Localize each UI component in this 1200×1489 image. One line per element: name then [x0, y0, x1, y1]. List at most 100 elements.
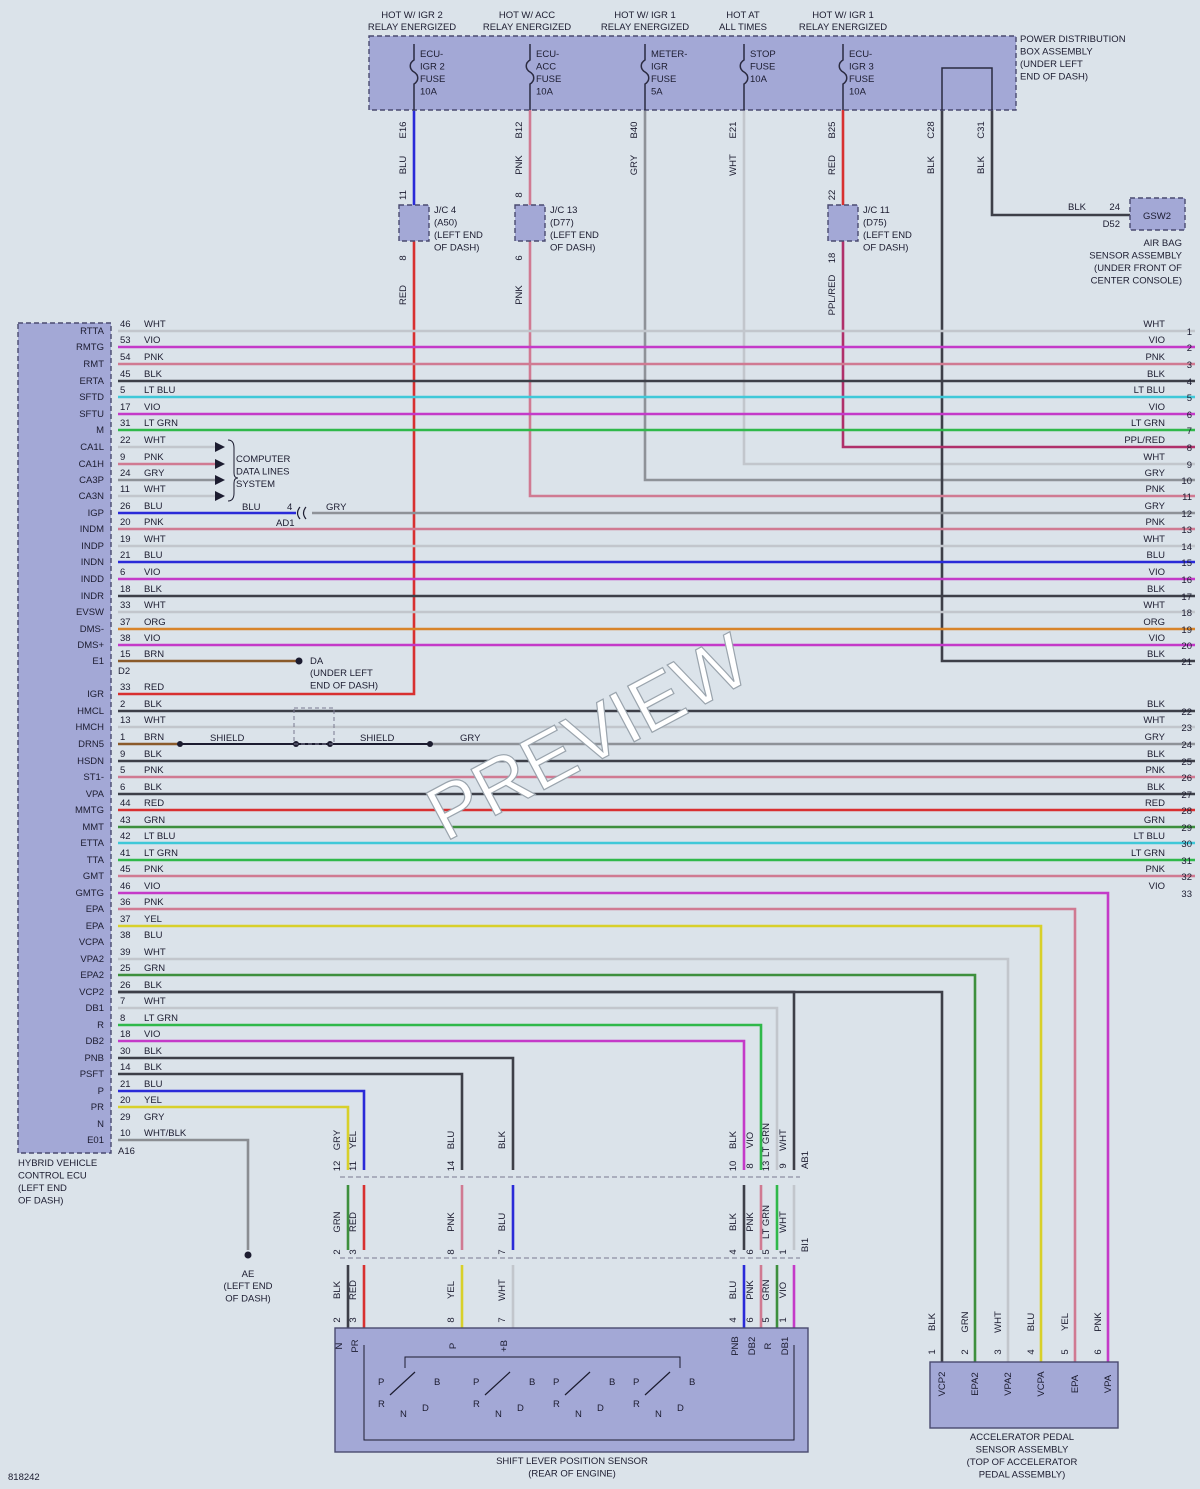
accel-terminal-2: VPA2	[1003, 1372, 1014, 1396]
out-wire-color-23: WHT	[1143, 715, 1165, 726]
switch-0-letter-2: R	[378, 1399, 385, 1410]
airbag-pin: 24	[1109, 202, 1120, 213]
switch-1-letter-3: N	[495, 1409, 502, 1420]
pdb-wire-color-4: RED	[827, 155, 838, 175]
ground-ae-name: AE	[242, 1269, 255, 1280]
shift-bot-pin-0: 2	[332, 1317, 343, 1322]
out-pin-23: 23	[1181, 723, 1192, 734]
ecu-terminal-28: MMTG	[75, 805, 104, 816]
cdl-arrow-10	[215, 491, 225, 501]
diagram-id: 818242	[8, 1472, 40, 1483]
ecu-terminal-0: RTTA	[80, 326, 105, 337]
fuse-label-0-2: FUSE	[420, 74, 445, 85]
out-pin-9: 10	[1181, 476, 1192, 487]
ecu-pin-5: 17	[120, 402, 131, 413]
out-wire-color-16: BLK	[1147, 584, 1166, 595]
power-box-label-3: END OF DASH)	[1020, 72, 1088, 83]
accel-terminal-0: VCP2	[937, 1372, 948, 1397]
ecu-wire-color-41: LT GRN	[144, 1013, 178, 1024]
accel-color-5: PNK	[1093, 1312, 1104, 1332]
ecu-pin-19: 38	[120, 633, 131, 644]
out-pin-6: 7	[1187, 426, 1192, 437]
ecu-label-3: OF DASH)	[18, 1196, 63, 1207]
accel-terminal-3: VCPA	[1036, 1371, 1047, 1397]
shield-dot-3	[427, 741, 433, 747]
out-wire-color-10: PNK	[1145, 484, 1165, 495]
ecu-wire-color-36: BLU	[144, 930, 163, 941]
fuse-3	[739, 44, 749, 110]
ecu-terminal-47: N	[97, 1119, 104, 1130]
junction-pin-bottom-2: 18	[827, 253, 838, 264]
fuse-label-3-2: 10A	[750, 74, 768, 85]
airbag-code: GSW2	[1143, 211, 1171, 222]
ecu-terminal-13: INDP	[81, 541, 104, 552]
junction-connector-2	[827, 204, 859, 242]
ecu-terminal-3: ERTA	[80, 376, 105, 387]
ecu-pin-0: 46	[120, 319, 131, 330]
out-pin-3: 4	[1187, 377, 1192, 388]
ecu-wire-color-29: GRN	[144, 815, 165, 826]
accel-color-0: BLK	[927, 1312, 938, 1331]
shift-top-color-1: YEL	[348, 1131, 359, 1149]
shift-mid-pin-4: 4	[728, 1249, 739, 1254]
out-wire-color-26: PNK	[1145, 765, 1165, 776]
junction-pin-top-1: 8	[514, 192, 525, 197]
ecu-wire-color-5: VIO	[144, 402, 160, 413]
airbag-label-1: SENSOR ASSEMBLY	[1089, 251, 1182, 262]
shift-top-pin-5: 8	[745, 1163, 756, 1168]
ecu-terminal-24: DRN5	[78, 739, 104, 750]
out-wire-color-2: PNK	[1145, 352, 1165, 363]
ecu-wire-color-33: VIO	[144, 881, 160, 892]
out-wire-color-33: VIO	[1149, 881, 1165, 892]
junction-label-0-0: J/C 4	[434, 205, 456, 216]
accel-wire-1	[118, 973, 977, 1362]
junction-label-0-3: OF DASH)	[434, 243, 479, 254]
pdb-pin-2: B40	[629, 122, 640, 139]
ecu-wire-color-6: LT GRN	[144, 418, 178, 429]
ecu-pin-38: 25	[120, 963, 131, 974]
ecu-wire-color-46: YEL	[144, 1095, 162, 1106]
fuse-label-0-0: ECU-	[420, 49, 443, 60]
out-pin-12: 13	[1181, 525, 1192, 536]
shift-top-2	[118, 1072, 464, 1170]
cdl-arrow-9	[215, 475, 225, 485]
ecu-terminal-29: MMT	[82, 822, 104, 833]
shift-top-3	[118, 1056, 515, 1170]
ecu-pin-12: 20	[120, 517, 131, 528]
ecu-terminal-5: SFTU	[79, 409, 104, 420]
cdl-label-1: DATA LINES	[236, 467, 290, 478]
out-pin-33: 33	[1181, 889, 1192, 900]
shift-bot-pin-7: 1	[778, 1317, 789, 1322]
accel-label-3: PEDAL ASSEMBLY)	[979, 1470, 1066, 1481]
accel-wire-4	[118, 907, 1077, 1362]
ecu-wire-color-32: PNK	[144, 864, 164, 875]
shift-mid-pin-2: 8	[446, 1249, 457, 1254]
switch-0-letter-4: D	[422, 1403, 429, 1414]
shift-top-0	[118, 1105, 350, 1170]
ecu-terminal-44: PSFT	[80, 1069, 104, 1080]
fuse-0	[409, 44, 419, 110]
junction-connector-0	[398, 204, 430, 242]
out-pin-11: 12	[1181, 509, 1192, 520]
switch-2-letter-0: P	[553, 1377, 559, 1388]
junction-label-1-3: OF DASH)	[550, 243, 595, 254]
ecu-wire-color-10: WHT	[144, 484, 166, 495]
airbag-connector	[1129, 197, 1186, 231]
accel-terminal-4: EPA	[1070, 1374, 1081, 1393]
junction-label-2-3: OF DASH)	[863, 243, 908, 254]
shift-top-color-2: BLU	[446, 1131, 457, 1150]
switch-1-letter-2: R	[473, 1399, 480, 1410]
shift-top-pin-6: 13	[761, 1161, 772, 1172]
ecu-wire-color-13: WHT	[144, 534, 166, 545]
shift-mid-color-1: RED	[348, 1212, 359, 1232]
airbag-label-3: CENTER CONSOLE)	[1091, 276, 1182, 287]
ground-da-symbol	[295, 657, 303, 665]
power-box-label-1: BOX ASSEMBLY	[1020, 47, 1093, 58]
junction-pin-top-0: 11	[398, 190, 409, 200]
junction-label-0-1: (A50)	[434, 218, 457, 229]
wire-jc11	[841, 241, 1195, 449]
junction-label-2-0: J/C 11	[863, 205, 890, 216]
out-pin-2: 3	[1187, 360, 1192, 371]
accel-pin-2: 3	[993, 1349, 1004, 1354]
fuse-2	[640, 44, 650, 110]
